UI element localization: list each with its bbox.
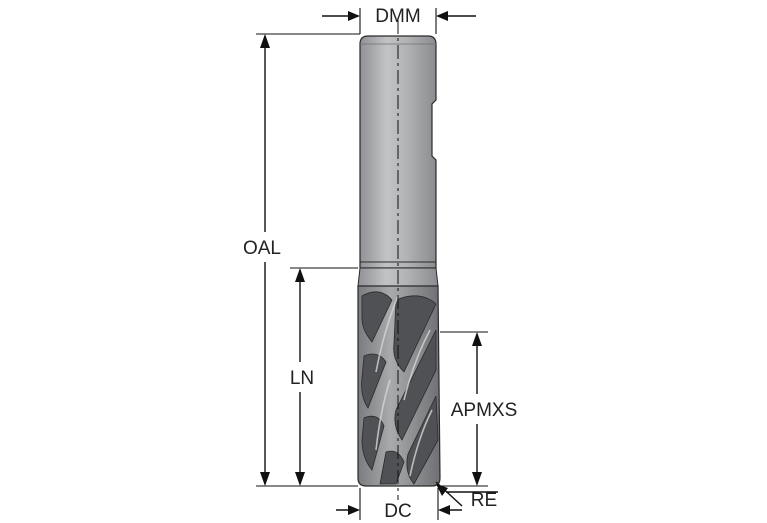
dc-label: DC (384, 501, 411, 522)
oal-label: OAL (243, 238, 281, 259)
tool-flutes (357, 285, 441, 487)
re-dimension (435, 481, 498, 507)
oal-dimension (256, 33, 360, 487)
ln-label: LN (290, 368, 314, 389)
dc-dimension (336, 488, 462, 520)
apmxs-label: APMXS (451, 400, 518, 421)
re-label: RE (471, 490, 497, 511)
dmm-dimension (322, 8, 476, 34)
dmm-label: DMM (375, 6, 420, 27)
apmxs-dimension (440, 331, 488, 487)
ln-dimension (290, 267, 358, 486)
